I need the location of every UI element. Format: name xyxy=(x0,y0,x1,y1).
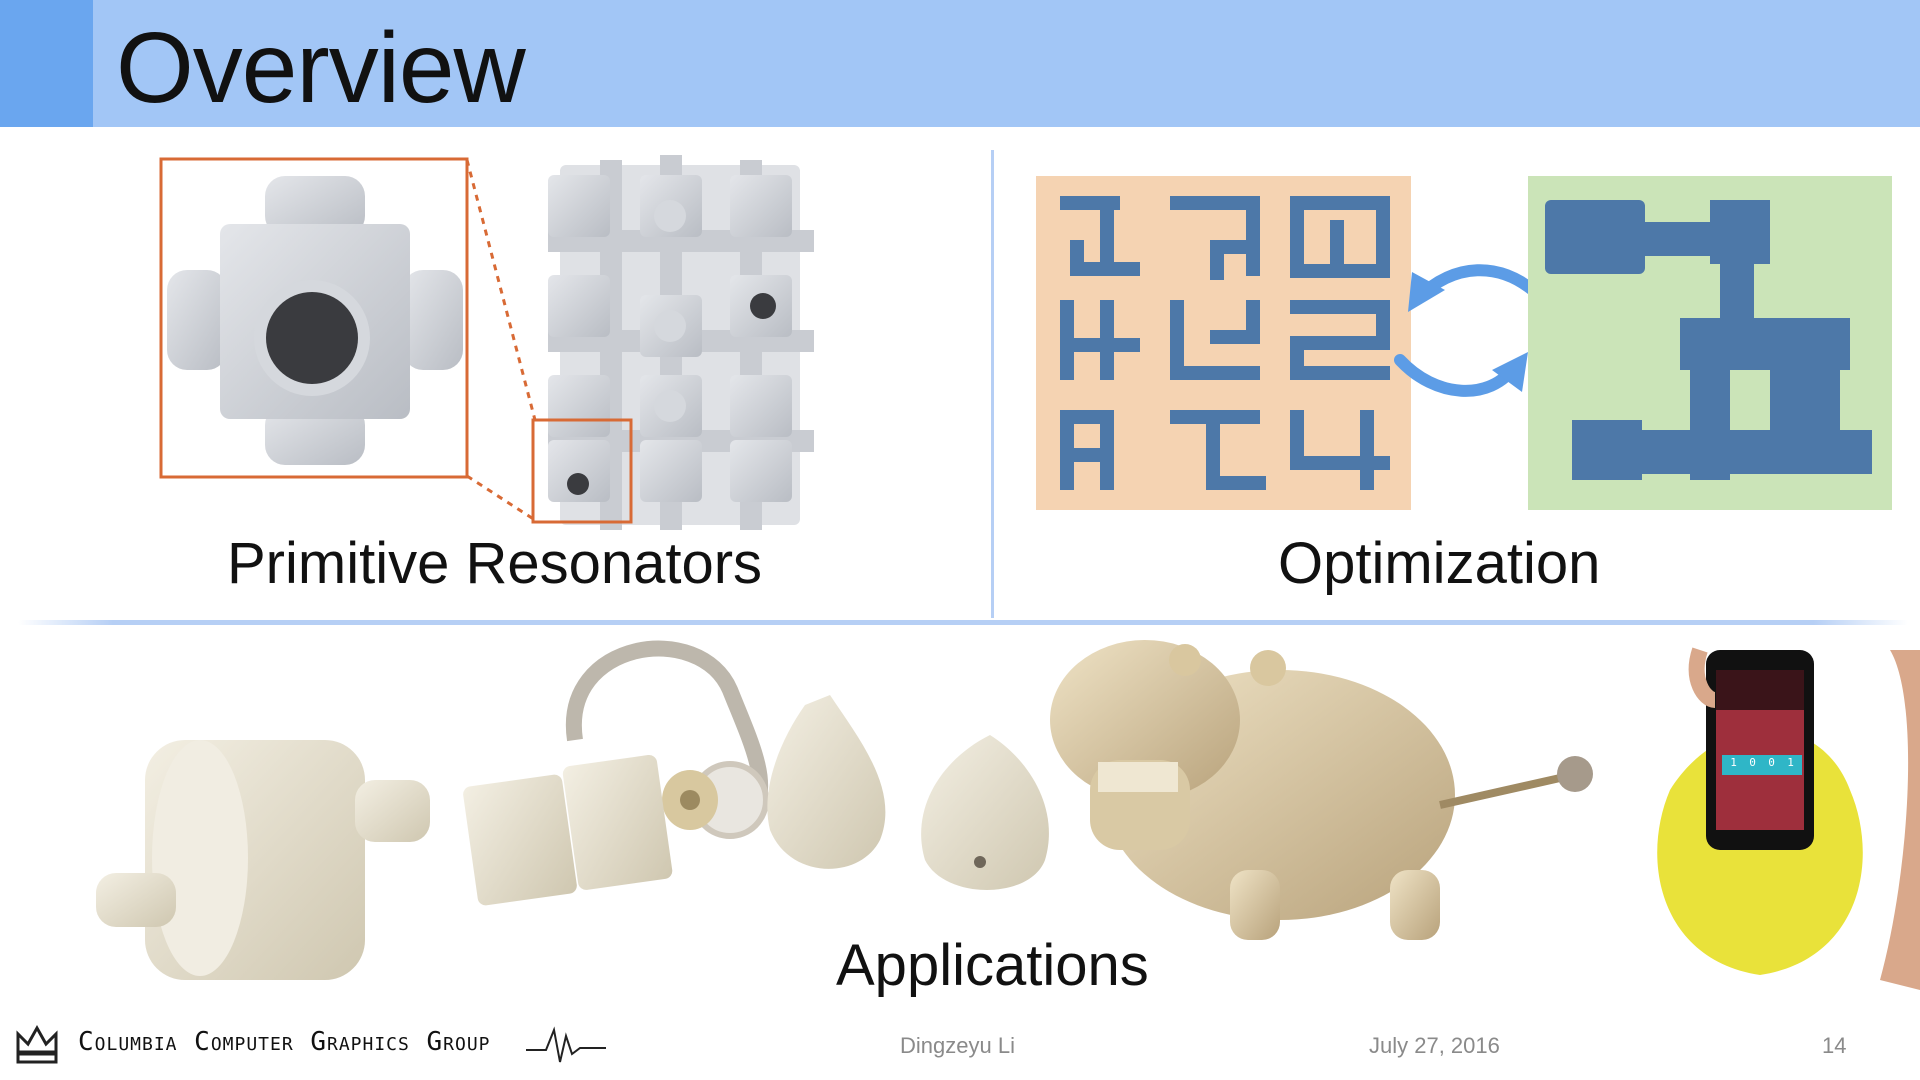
maze-grid-panel xyxy=(1036,176,1411,510)
horizontal-divider xyxy=(18,620,1908,625)
optimized-path xyxy=(1545,200,1872,480)
lattice-highlight-box xyxy=(531,418,633,524)
author-name: Dingzeyu Li xyxy=(900,1033,1015,1058)
phone-digit: 1 xyxy=(1787,756,1794,769)
page-number: 14 xyxy=(1822,1033,1847,1058)
slide-header xyxy=(0,0,1920,127)
slide-title: Overview xyxy=(116,12,526,124)
optimized-maze-panel xyxy=(1528,176,1892,510)
headphone-set xyxy=(463,640,769,906)
phone-digit-row: 1 0 0 1 xyxy=(1724,756,1800,774)
columbia-crown-icon xyxy=(16,1024,58,1064)
cycle-arrow-top xyxy=(1412,264,1541,304)
primitive-resonators-caption: Primitive Resonators xyxy=(227,531,763,596)
optimization-caption: Optimization xyxy=(1278,531,1601,596)
vertical-divider xyxy=(991,150,994,618)
header-accent-bar xyxy=(0,0,93,127)
group-name: Columbia Computer Graphics Group xyxy=(78,1027,491,1057)
hippo-toy xyxy=(1050,640,1593,940)
phone-on-yellow-holder xyxy=(1657,647,1920,990)
cycle-arrow-bottom xyxy=(1394,354,1521,397)
waveform-icon xyxy=(526,1026,606,1063)
phone-digit: 0 xyxy=(1749,756,1756,769)
resonator-lattice xyxy=(548,155,814,530)
peach-shell-pair xyxy=(767,695,1049,890)
presentation-date: July 27, 2016 xyxy=(1369,1033,1500,1058)
applications-caption: Applications xyxy=(836,933,1149,998)
single-resonator-cube xyxy=(159,157,469,479)
phone-digit: 0 xyxy=(1768,756,1775,769)
maze-glyphs xyxy=(1060,196,1390,490)
phone-digit: 1 xyxy=(1730,756,1737,769)
cylinder-resonator xyxy=(96,740,430,980)
